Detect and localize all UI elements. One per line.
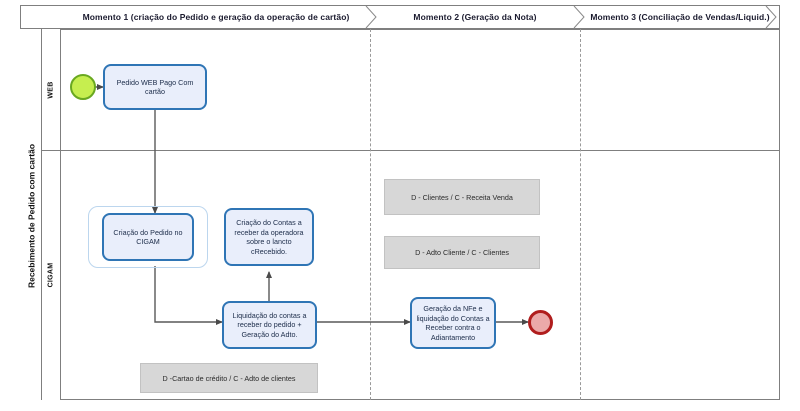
task-criacao-contas-a-receber-operadora[interactable]: Criação do Contas a receber da operadora… — [224, 208, 314, 266]
note-d-clientes-c-receita-venda: D - Clientes / C - Receita Venda — [384, 179, 540, 215]
phase-title-momento1: Momento 1 (criação do Pedido e geração d… — [82, 12, 350, 22]
phase-header-band — [20, 5, 780, 29]
lane-label-cigam: CIGAM — [42, 150, 61, 400]
task-criacao-do-pedido-no-cigam[interactable]: Criação do Pedido no CIGAM — [102, 213, 194, 261]
end-event[interactable] — [528, 310, 553, 335]
start-event[interactable] — [70, 74, 96, 100]
phase-divider-2 — [580, 29, 581, 400]
lane-label-cigam-text: CIGAM — [47, 262, 55, 288]
subprocess-group-criacao-pedido — [88, 206, 208, 268]
phase-divider-1 — [370, 29, 371, 400]
note-d-adto-cliente-c-clientes: D - Adto Cliente / C - Clientes — [384, 236, 540, 269]
pool-label: Recebimento de Pedido com cartão — [26, 143, 37, 289]
note-d-cartao-credito-c-adto-clientes: D -Cartao de crédito / C - Adto de clien… — [140, 363, 318, 393]
lane-label-web-text: WEB — [47, 80, 55, 99]
task-geracao-nfe-liquidacao-contas-a-receber[interactable]: Geração da NFe e liquidação do Contas a … — [410, 297, 496, 349]
phase-title-momento2: Momento 2 (Geração da Nota) — [413, 12, 537, 22]
lane-label-web: WEB — [42, 29, 61, 150]
task-pedido-web-pago-com-cartao[interactable]: Pedido WEB Pago Com cartão — [103, 64, 207, 110]
pool-label-column: Recebimento de Pedido com cartão — [20, 29, 42, 400]
lane-divider — [42, 150, 780, 151]
phase-title-momento3: Momento 3 (Conciliação de Vendas/Liquid.… — [590, 12, 770, 22]
task-liquidacao-contas-a-receber-pedido[interactable]: Liquidação do contas a receber do pedido… — [222, 301, 317, 349]
